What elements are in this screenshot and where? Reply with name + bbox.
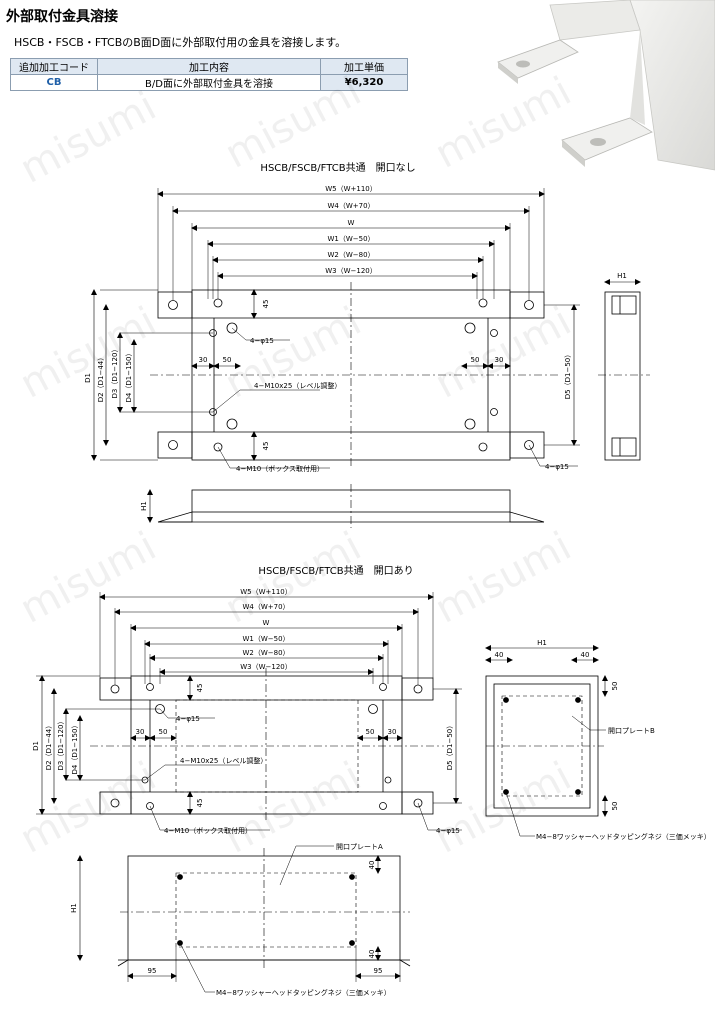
dim-45: 45 xyxy=(262,300,270,309)
dim-h1: H1 xyxy=(537,639,547,647)
bolt-m10 xyxy=(213,442,223,452)
dim-h1: H1 xyxy=(70,903,78,913)
note-hole-phi15: 4−φ15 xyxy=(176,715,200,723)
dim-d1: D1 xyxy=(84,373,92,383)
note-m10-box: 4−M10（ボックス取付用） xyxy=(236,464,324,473)
note-m10x25: 4−M10x25（レベル調整） xyxy=(180,756,267,765)
bracket-top-right xyxy=(509,291,545,319)
dim-d4: D4（D1−150） xyxy=(71,722,79,775)
dim-45: 45 xyxy=(196,684,204,693)
dim-w2: W2（W−80） xyxy=(242,649,289,657)
note-m10-box: 4−M10（ボックス取付用） xyxy=(164,826,252,835)
table-row: CB B/D面に外部取付金具を溶接 ¥6,320 xyxy=(10,74,408,91)
note-tapping-screw: M4−8ワッシャーヘッドタッピングネジ（三価メッキ） xyxy=(216,988,391,997)
dim-40: 40 xyxy=(368,950,376,959)
dim-d4: D4（D1−150） xyxy=(125,350,133,403)
dim-h1: H1 xyxy=(617,272,627,280)
dim-w3: W3（W−120） xyxy=(325,267,377,275)
bracket-photo xyxy=(490,0,715,175)
dim-95: 95 xyxy=(374,967,383,975)
bolt-m10 xyxy=(478,442,488,452)
dim-d5: D5（D1−50） xyxy=(446,722,454,770)
dim-d5: D5（D1−50） xyxy=(564,351,572,399)
column-header-price: 加工単価 xyxy=(320,58,408,75)
dim-w: W xyxy=(263,619,270,627)
option-table: 追加加工コード 加工内容 加工単価 CB B/D面に外部取付金具を溶接 ¥6,3… xyxy=(10,58,408,91)
column-header-content: 加工内容 xyxy=(97,58,321,75)
note-m10x25: 4−M10x25（レベル調整） xyxy=(254,381,341,390)
hole-phi15 xyxy=(524,300,534,310)
drawing-title-no-opening: HSCB/FSCB/FTCB共通 開口なし xyxy=(260,162,415,174)
dim-30: 30 xyxy=(136,728,145,736)
note-tapping-screw: M4−8ワッシャーヘッドタッピングネジ（三価メッキ） xyxy=(536,832,711,841)
note-hole-phi15: 4−φ15 xyxy=(545,463,569,471)
dim-w4: W4（W+70） xyxy=(242,603,289,611)
top-side-view xyxy=(604,291,641,461)
hole-phi15 xyxy=(168,300,178,310)
dim-d3: D3（D1−120） xyxy=(57,718,65,771)
dim-50: 50 xyxy=(471,356,480,364)
dim-50: 50 xyxy=(611,682,619,691)
dim-30: 30 xyxy=(495,356,504,364)
dim-50: 50 xyxy=(223,356,232,364)
dim-40: 40 xyxy=(495,651,504,659)
dim-95: 95 xyxy=(148,967,157,975)
bracket-bottom-right xyxy=(509,431,545,459)
page-title: 外部取付金具溶接 xyxy=(6,9,118,25)
dim-40: 40 xyxy=(368,861,376,870)
dim-50: 50 xyxy=(366,728,375,736)
dim-w2: W2（W−80） xyxy=(327,251,374,259)
note-opening-plate-a: 開口プレートA xyxy=(336,843,383,851)
column-header-code: 追加加工コード xyxy=(10,58,98,75)
dim-d1: D1 xyxy=(32,741,40,751)
hole-phi15 xyxy=(524,440,534,450)
bolt-m10 xyxy=(478,298,488,308)
dim-h1: H1 xyxy=(140,501,148,511)
bolt-m10 xyxy=(213,298,223,308)
description-text: HSCB・FSCB・FTCBのB面D面に外部取付用の金具を溶接します。 xyxy=(14,36,347,49)
dim-30: 30 xyxy=(388,728,397,736)
dim-w: W xyxy=(348,219,355,227)
dim-45: 45 xyxy=(262,442,270,451)
table-header-row: 追加加工コード 加工内容 加工単価 xyxy=(10,58,408,75)
dim-45: 45 xyxy=(196,799,204,808)
dim-w1: W1（W−50） xyxy=(242,635,289,643)
option-price-cell: ¥6,320 xyxy=(320,74,408,91)
dim-40: 40 xyxy=(581,651,590,659)
bracket-top-left xyxy=(157,291,193,319)
dim-w1: W1（W−50） xyxy=(327,235,374,243)
dim-d3: D3（D1−120） xyxy=(111,346,119,399)
note-hole-phi15: 4−φ15 xyxy=(436,827,460,835)
dim-w3: W3（W−120） xyxy=(240,663,292,671)
dim-50: 50 xyxy=(611,802,619,811)
dim-50: 50 xyxy=(159,728,168,736)
note-opening-plate-b: 開口プレートB xyxy=(608,727,655,735)
dim-w4: W4（W+70） xyxy=(327,202,374,210)
dim-d2: D2（D1−44） xyxy=(97,354,105,402)
bracket-bottom-left xyxy=(157,431,193,459)
dim-w5: W5（W+110） xyxy=(325,185,377,193)
bottom-plan-body xyxy=(130,675,403,815)
drawing-title-with-opening: HSCB/FSCB/FTCB共通 開口あり xyxy=(258,565,413,577)
dim-30: 30 xyxy=(199,356,208,364)
hole-phi15 xyxy=(168,440,178,450)
dim-d2: D2（D1−44） xyxy=(45,722,53,770)
dim-w5: W5（W+110） xyxy=(240,588,292,596)
option-content-cell: B/D面に外部取付金具を溶接 xyxy=(97,74,321,91)
note-hole-phi15: 4−φ15 xyxy=(250,337,274,345)
